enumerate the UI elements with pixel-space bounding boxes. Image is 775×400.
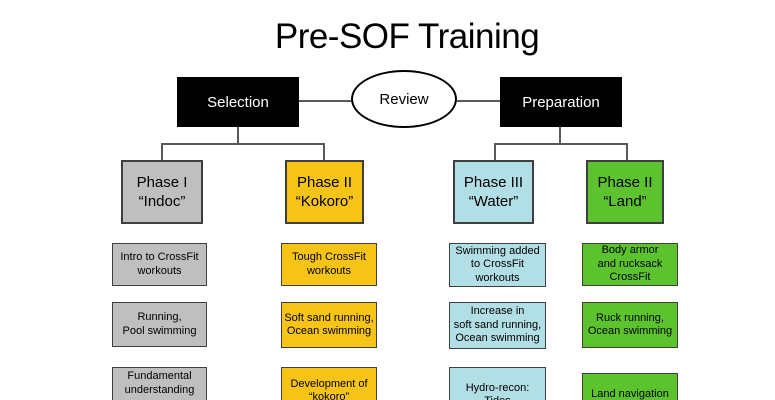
drop-phase1-indoc	[161, 143, 163, 161]
land-item-3: Land navigation	[582, 373, 678, 400]
drop-phase2-kokoro	[323, 143, 325, 161]
kokoro-item-3: Development of “kokoro”	[281, 367, 377, 400]
branch-preparation	[494, 143, 628, 145]
kokoro-item-2: Soft sand running, Ocean swimming	[281, 302, 377, 348]
connector-review-preparation	[457, 100, 500, 102]
water-item-3: Hydro-recon: Tides	[449, 367, 546, 400]
preparation-node: Preparation	[500, 77, 622, 127]
selection-node: Selection	[177, 77, 299, 127]
phase2-kokoro-node: Phase II “Kokoro”	[285, 160, 364, 224]
connector-preparation-down	[559, 127, 561, 144]
water-item-1: Swimming added to CrossFit workouts	[449, 243, 546, 287]
phase1-indoc-node: Phase I “Indoc”	[121, 160, 203, 224]
indoc-item-2: Running, Pool swimming	[112, 302, 207, 347]
review-node: Review	[351, 70, 457, 128]
kokoro-item-1: Tough CrossFit workouts	[281, 243, 377, 286]
diagram-title: Pre-SOF Training	[274, 17, 540, 56]
indoc-item-3: Fundamental understanding	[112, 367, 207, 400]
indoc-item-1: Intro to CrossFit workouts	[112, 243, 207, 286]
connector-selection-down	[237, 127, 239, 144]
land-item-1: Body armor and rucksack CrossFit	[582, 243, 678, 286]
drop-phase3-water	[494, 143, 496, 161]
phase3-water-node: Phase III “Water”	[453, 160, 534, 224]
drop-phase4-land	[626, 143, 628, 161]
branch-selection	[161, 143, 325, 145]
land-item-2: Ruck running, Ocean swimming	[582, 302, 678, 348]
connector-selection-review	[299, 100, 351, 102]
phase4-land-node: Phase II “Land”	[586, 160, 664, 224]
water-item-2: Increase in soft sand running, Ocean swi…	[449, 302, 546, 349]
